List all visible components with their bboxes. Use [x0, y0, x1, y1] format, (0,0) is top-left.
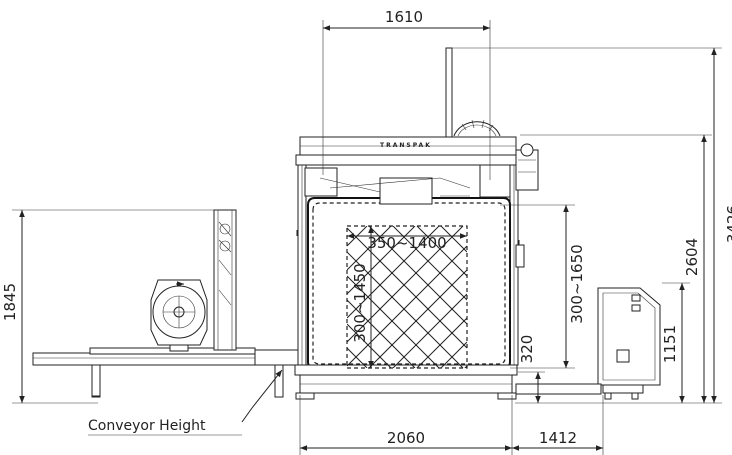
- strap-dispenser: [453, 119, 501, 137]
- reel-tower: [213, 209, 237, 351]
- control-cabinet: [515, 287, 661, 400]
- brand-label: TRANSPAK: [380, 142, 432, 149]
- dim-cabinet-offset: 1412: [539, 429, 577, 447]
- mast: [445, 47, 453, 138]
- dim-machine-height: 2604: [683, 238, 701, 276]
- conveyor-height-callout: Conveyor Height: [88, 418, 206, 434]
- dim-load-height: 300~1450: [351, 263, 369, 342]
- dim-tower-height: 1845: [1, 283, 19, 321]
- dim-conveyor-height: 320: [518, 335, 536, 364]
- dim-base-width: 2060: [387, 429, 425, 447]
- strap-reel: [150, 279, 208, 352]
- dim-load-width: 350~1400: [367, 234, 446, 252]
- dim-pallet-height-range: 300~1650: [568, 244, 586, 323]
- dim-cabinet-height: 1151: [661, 325, 679, 363]
- left-conveyor: [32, 347, 301, 398]
- dim-top-width: 1610: [385, 8, 423, 26]
- dim-overall-height: 3426: [724, 205, 732, 243]
- dimension-lines: [12, 20, 722, 455]
- machine-frame: [294, 136, 539, 400]
